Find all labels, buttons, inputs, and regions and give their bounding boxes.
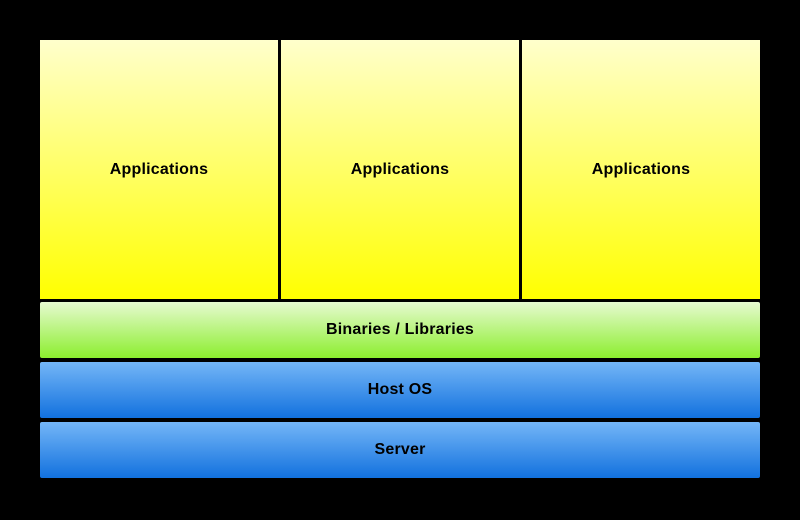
applications-label-2: Applications xyxy=(350,160,450,178)
layer-binaries-libraries: Binaries / Libraries xyxy=(40,302,760,358)
host-os-label: Host OS xyxy=(367,381,433,398)
applications-row: Applications Applications Applications xyxy=(40,40,760,299)
architecture-stack-diagram: Applications Applications Applications B… xyxy=(40,40,760,478)
applications-box-2: Applications xyxy=(281,40,519,299)
binaries-libraries-label: Binaries / Libraries xyxy=(325,321,475,338)
applications-label-1: Applications xyxy=(109,160,209,178)
applications-label-3: Applications xyxy=(591,160,691,178)
layer-server: Server xyxy=(40,422,760,478)
applications-box-3: Applications xyxy=(522,40,760,299)
server-label: Server xyxy=(374,441,426,458)
layer-host-os: Host OS xyxy=(40,362,760,418)
applications-box-1: Applications xyxy=(40,40,278,299)
